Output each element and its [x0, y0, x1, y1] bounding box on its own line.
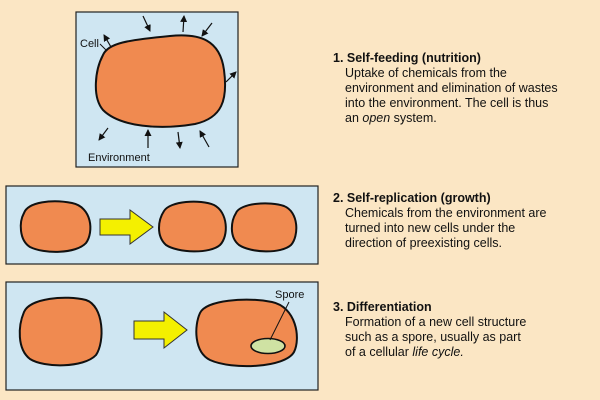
uptake-arrow	[142, 15, 151, 32]
differentiation-arrow	[133, 310, 188, 350]
spore-label: Spore	[275, 289, 304, 301]
description-line: Uptake of chemicals from the	[345, 66, 507, 80]
cell-label: Cell	[80, 38, 99, 50]
self-feeding-title: 1. Self-feeding (nutrition)	[333, 51, 481, 65]
parent-cell	[19, 200, 92, 253]
description-line: an open system.	[345, 111, 558, 126]
self-feeding-description: Uptake of chemicals from the environment…	[333, 66, 558, 126]
waste-arrow	[98, 127, 109, 141]
environment-label: Environment	[88, 152, 150, 164]
undifferentiated-cell	[18, 296, 103, 367]
description-line: direction of preexisting cells.	[345, 236, 503, 250]
uptake-arrow	[199, 130, 210, 148]
daughter-cell-right	[230, 202, 298, 253]
differentiation-description: Formation of a new cell structure such a…	[333, 315, 526, 360]
cell-body	[94, 34, 227, 128]
spore-label-pointer	[269, 301, 290, 341]
description-line: environment and elimination of wastes	[345, 81, 558, 95]
waste-arrow	[175, 131, 183, 149]
differentiation-title: 3. Differentiation	[333, 300, 432, 314]
growth-arrow	[99, 209, 154, 245]
description-text: an	[345, 111, 363, 125]
waste-arrow	[225, 71, 237, 83]
cell-label-pointer	[99, 43, 108, 52]
description-line: Formation of a new cell structure	[345, 315, 527, 329]
spore	[250, 337, 286, 355]
description-line: such as a spore, usually as part	[345, 330, 521, 344]
item-differentiation: 3. Differentiation Formation of a new ce…	[333, 300, 526, 360]
item-self-replication: 2. Self-replication (growth) Chemicals f…	[333, 191, 546, 251]
self-replication-description: Chemicals from the environment are turne…	[333, 206, 546, 251]
item-self-feeding: 1. Self-feeding (nutrition) Uptake of ch…	[333, 51, 558, 126]
self-replication-title: 2. Self-replication (growth)	[333, 191, 491, 205]
description-line: of a cellular life cycle.	[345, 345, 526, 360]
description-emphasis: open	[362, 111, 391, 125]
description-line: into the environment. The cell is thus	[345, 96, 549, 110]
description-emphasis: life cycle.	[412, 345, 464, 359]
uptake-arrow	[201, 22, 213, 37]
waste-arrow	[180, 15, 188, 33]
sporulating-cell	[195, 298, 298, 368]
description-line: Chemicals from the environment are	[345, 206, 547, 220]
description-line: turned into new cells under the	[345, 221, 516, 235]
description-text: of a cellular	[345, 345, 413, 359]
daughter-cell-left	[158, 200, 227, 253]
waste-arrow	[103, 34, 112, 48]
description-text: system.	[390, 111, 437, 125]
